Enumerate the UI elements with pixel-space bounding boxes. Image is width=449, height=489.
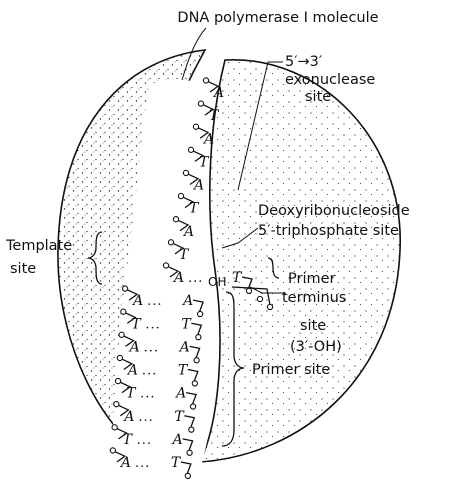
base-pair-dots: ... (137, 433, 152, 448)
pt-label-4: (3′-OH) (290, 339, 342, 355)
template-base: A (182, 224, 194, 240)
primer-phosphate (192, 381, 197, 386)
template-phosphate (203, 78, 208, 83)
primer-phosphate (197, 311, 202, 316)
dntp-label-2: 5′-triphosphate site (258, 223, 399, 239)
template-label-1: Template (5, 238, 72, 254)
exo-label-1: 5′→3′ (285, 54, 322, 70)
template-phosphate (193, 124, 198, 129)
base-pair-dots: ... (145, 317, 160, 332)
primer-phosphate (196, 335, 201, 340)
enzyme-body (58, 50, 400, 470)
primer-phosphate (246, 288, 251, 293)
base-pair-dots: ... (188, 271, 203, 286)
template-label-2: site (10, 261, 36, 277)
template-base: A (126, 363, 138, 379)
base-pair-dots: ... (138, 410, 153, 425)
template-phosphate (188, 147, 193, 152)
template-base: A (202, 131, 214, 147)
template-base: A (192, 178, 204, 194)
base-pair-dots: ... (142, 364, 157, 379)
template-phosphate (183, 170, 188, 175)
dntp-label-1: Deoxyribonucleoside (258, 203, 410, 219)
pt-label-1: Primer (288, 271, 336, 287)
template-phosphate (163, 263, 168, 268)
base-pair-dots: ... (135, 456, 150, 471)
template-phosphate (114, 402, 119, 407)
template-base: T (199, 154, 210, 170)
template-phosphate (121, 309, 126, 314)
pt-label-3: site (300, 318, 326, 334)
template-base: A (128, 339, 140, 355)
template-phosphate (173, 217, 178, 222)
primer-phosphate (190, 404, 195, 409)
primer-site-label: Primer site (252, 362, 330, 378)
exo-label-3: site (305, 89, 331, 105)
base-pair-dots: ... (140, 387, 155, 402)
primer-phosphate (187, 450, 192, 455)
template-phosphate (112, 425, 117, 430)
template-phosphate (122, 286, 127, 291)
template-base: A (119, 455, 131, 471)
primer-phosphate (194, 358, 199, 363)
pt-label-2: terminus (282, 290, 346, 306)
template-phosphate (117, 355, 122, 360)
template-phosphate (178, 193, 183, 198)
template-phosphate (119, 332, 124, 337)
primer-phosphate (189, 427, 194, 432)
terminus-phosphate (267, 304, 272, 309)
template-base: A (212, 85, 224, 101)
template-phosphate (115, 378, 120, 383)
template-phosphate (198, 101, 203, 106)
primer-base: A (171, 432, 183, 448)
primer-base: A (181, 293, 193, 309)
terminus-phosphate (257, 296, 262, 301)
template-base: A (122, 409, 134, 425)
template-base: A (172, 270, 184, 286)
template-phosphate (168, 240, 173, 245)
primer-base: A (174, 386, 186, 402)
primer-base: A (178, 339, 190, 355)
template-base: A (131, 293, 143, 309)
exo-label-2: exonuclease (285, 72, 375, 88)
base-pair-dots: ... (147, 294, 162, 309)
base-pair-dots: ... (144, 340, 159, 355)
title-label: DNA polymerase I molecule (177, 10, 378, 26)
primer-phosphate (185, 473, 190, 478)
template-phosphate (110, 448, 115, 453)
enzyme-right-lobe (200, 60, 400, 462)
oh-label: OH (208, 275, 226, 289)
